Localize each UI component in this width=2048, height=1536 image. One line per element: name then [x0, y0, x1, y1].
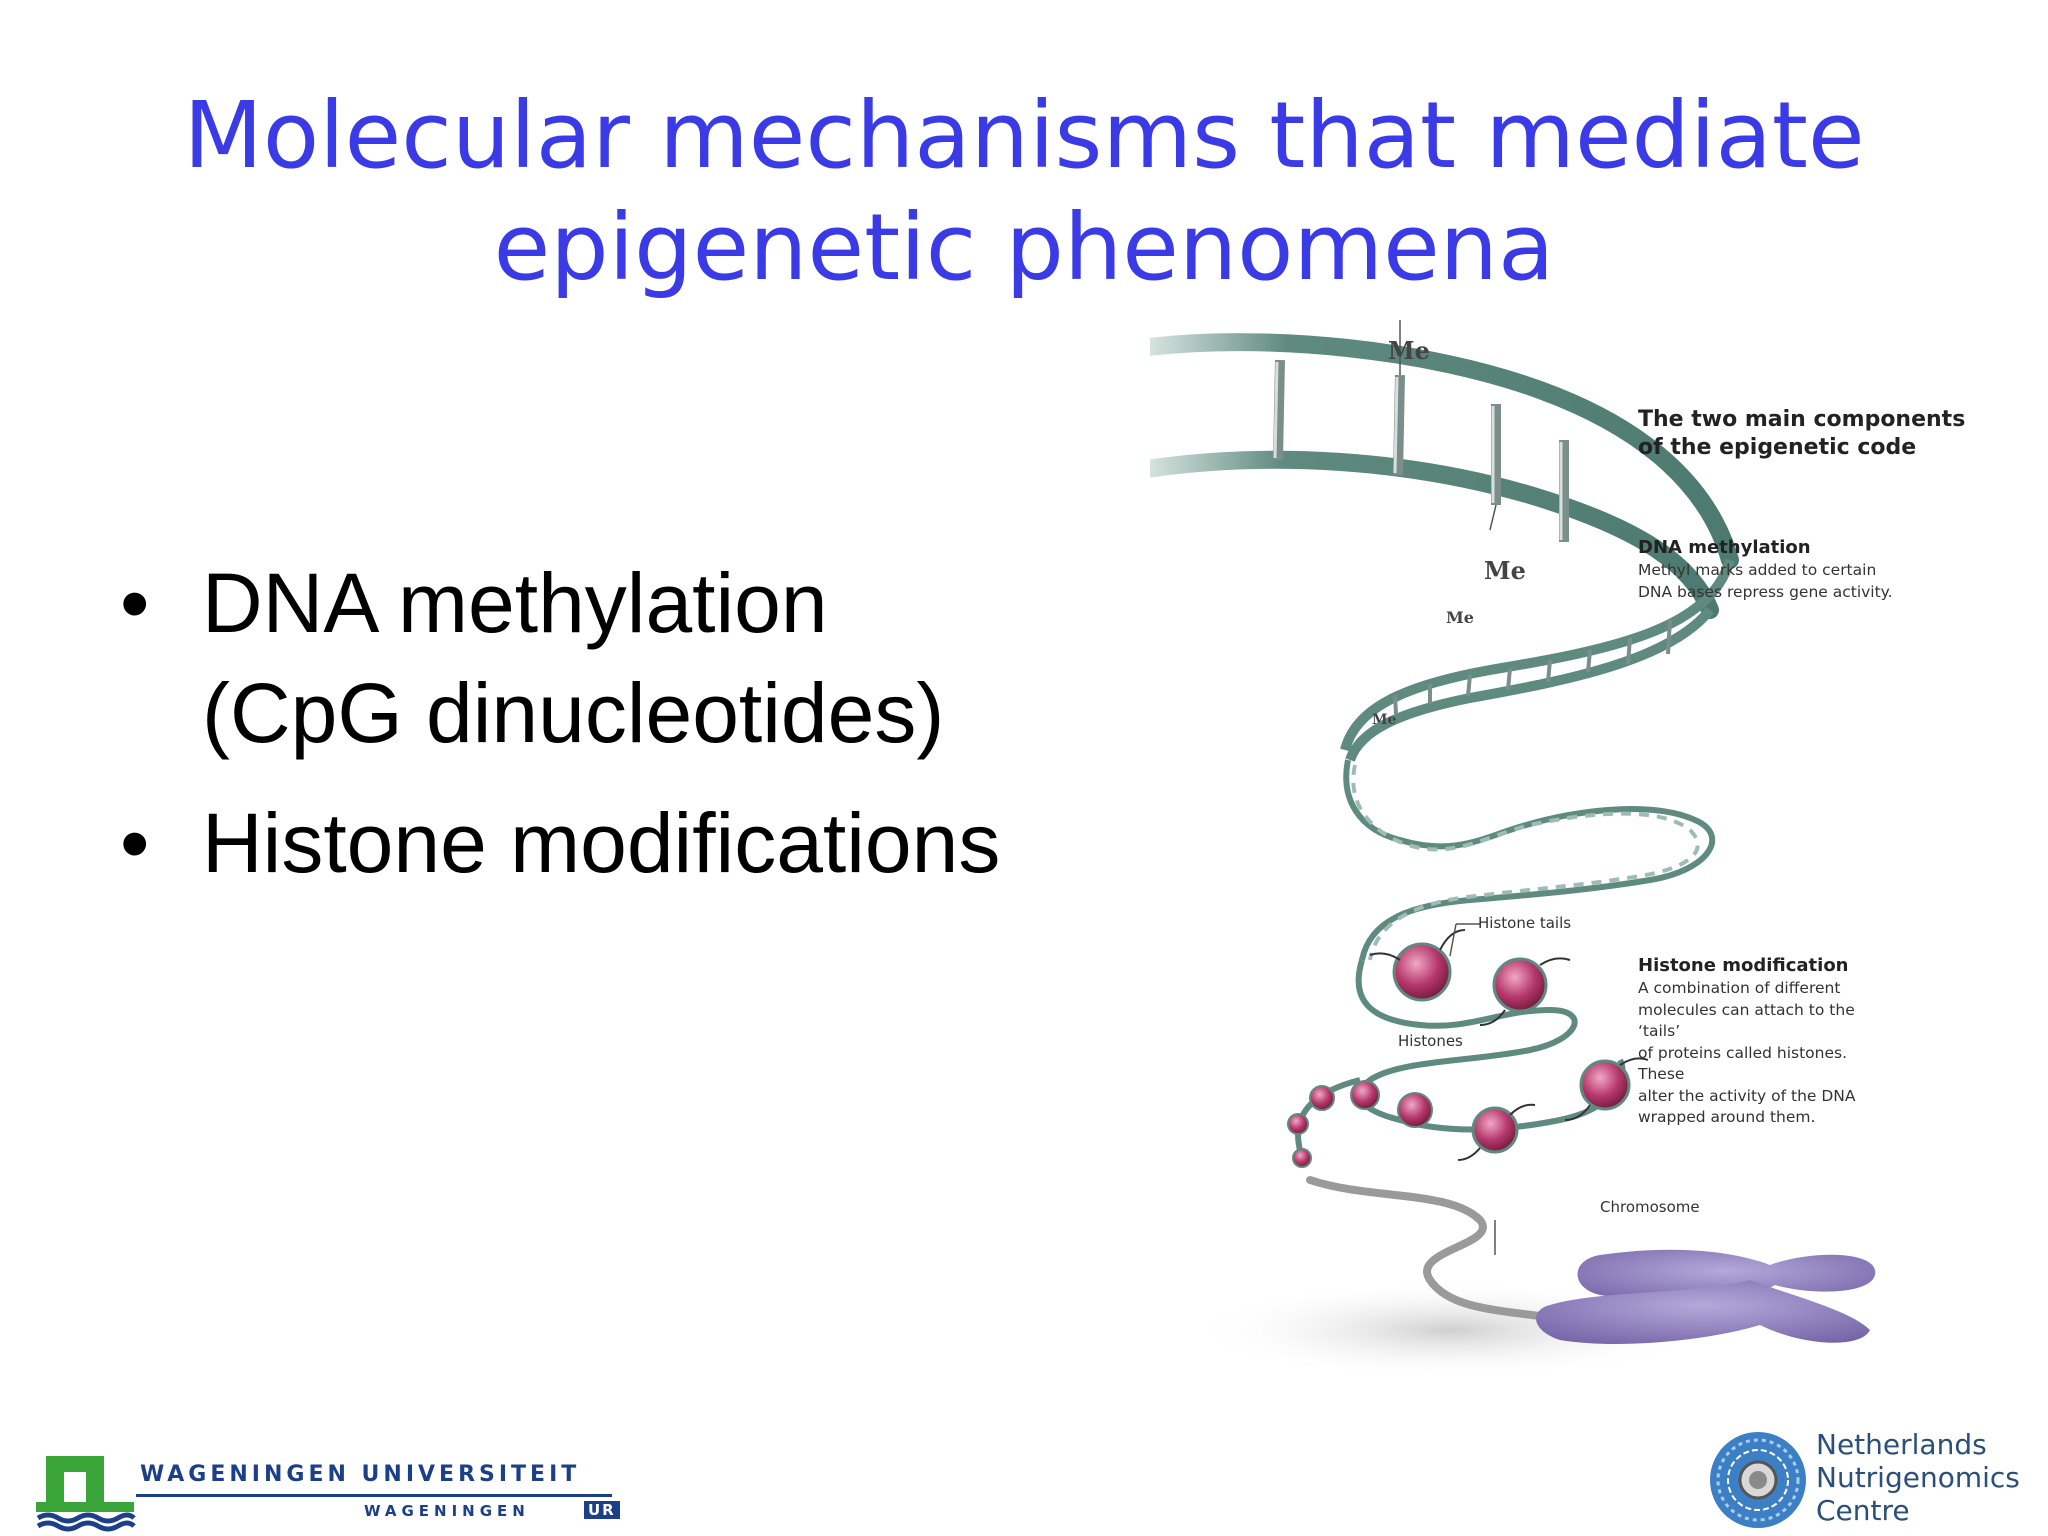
chromosome-label: Chromosome — [1600, 1198, 1700, 1216]
wageningen-ur-text: WAGENINGEN — [364, 1502, 530, 1520]
wageningen-logo: WAGENINGEN UNIVERSITEIT WAGENINGEN UR — [36, 1452, 636, 1532]
histones-label: Histones — [1398, 1032, 1463, 1050]
methyl-mark-label: Me — [1484, 556, 1526, 585]
wageningen-ur-badge: UR — [584, 1501, 620, 1519]
epigenetics-illustration: Me Me Me Me The two main components of t… — [1150, 320, 2048, 1400]
slide-title-line-1: Molecular mechanisms that mediate — [183, 82, 1865, 189]
chromatin-fiber — [1355, 959, 1626, 1133]
bullet-text: Histone modifications — [202, 796, 1001, 890]
histone-modification-caption: Histone modification A combination of di… — [1638, 954, 1898, 1129]
dna-double-helix — [1343, 759, 1716, 961]
wageningen-universiteit-text: WAGENINGEN UNIVERSITEIT — [140, 1462, 581, 1487]
slide-title: Molecular mechanisms that mediate epigen… — [0, 80, 2048, 304]
bullet-marker: • — [120, 796, 150, 890]
bullet-item-histone-modifications: • Histone modifications — [120, 788, 1120, 898]
methyl-mark-label: Me — [1372, 712, 1397, 728]
histone-tails — [1369, 929, 1649, 1161]
figure-heading: The two main components of the epigeneti… — [1638, 407, 1966, 460]
methyl-mark-label: Me — [1388, 336, 1430, 365]
bullet-list: • DNA methylation (CpG dinucleotides) • … — [120, 548, 1120, 918]
chromatin-tail — [1306, 1176, 1574, 1324]
nnc-logo-text: Netherlands Nutrigenomics Centre — [1816, 1428, 2020, 1527]
dna-strand-lower — [1150, 450, 1719, 619]
bullet-marker: • — [120, 556, 150, 650]
dna-methylation-caption-title: DNA methylation — [1638, 537, 1811, 558]
bullet-text: DNA methylation — [202, 556, 828, 650]
bullet-text: (CpG dinucleotides) — [202, 666, 945, 760]
nnc-logo: Netherlands Nutrigenomics Centre — [1706, 1424, 2048, 1536]
histone-modification-caption-title: Histone modification — [1638, 955, 1849, 976]
slide-title-line-2: epigenetic phenomena — [493, 194, 1555, 301]
dna-methylation-caption: DNA methylation Methyl marks added to ce… — [1638, 536, 1898, 603]
dna-rungs — [1273, 359, 1569, 542]
wageningen-emblem-icon — [36, 1456, 136, 1532]
bullet-item-dna-methylation: • DNA methylation (CpG dinucleotides) — [120, 548, 1120, 768]
chromosome-shape — [1536, 1249, 1876, 1345]
methyl-mark-label: Me — [1446, 608, 1474, 627]
wageningen-logo-rule — [136, 1494, 612, 1497]
histones-large — [1287, 942, 1631, 1168]
nnc-emblem-icon — [1710, 1432, 1806, 1528]
epigenetics-diagram — [1150, 320, 1876, 1380]
dna-strand-upper — [1150, 333, 1739, 569]
histone-tails-label: Histone tails — [1478, 914, 1572, 932]
